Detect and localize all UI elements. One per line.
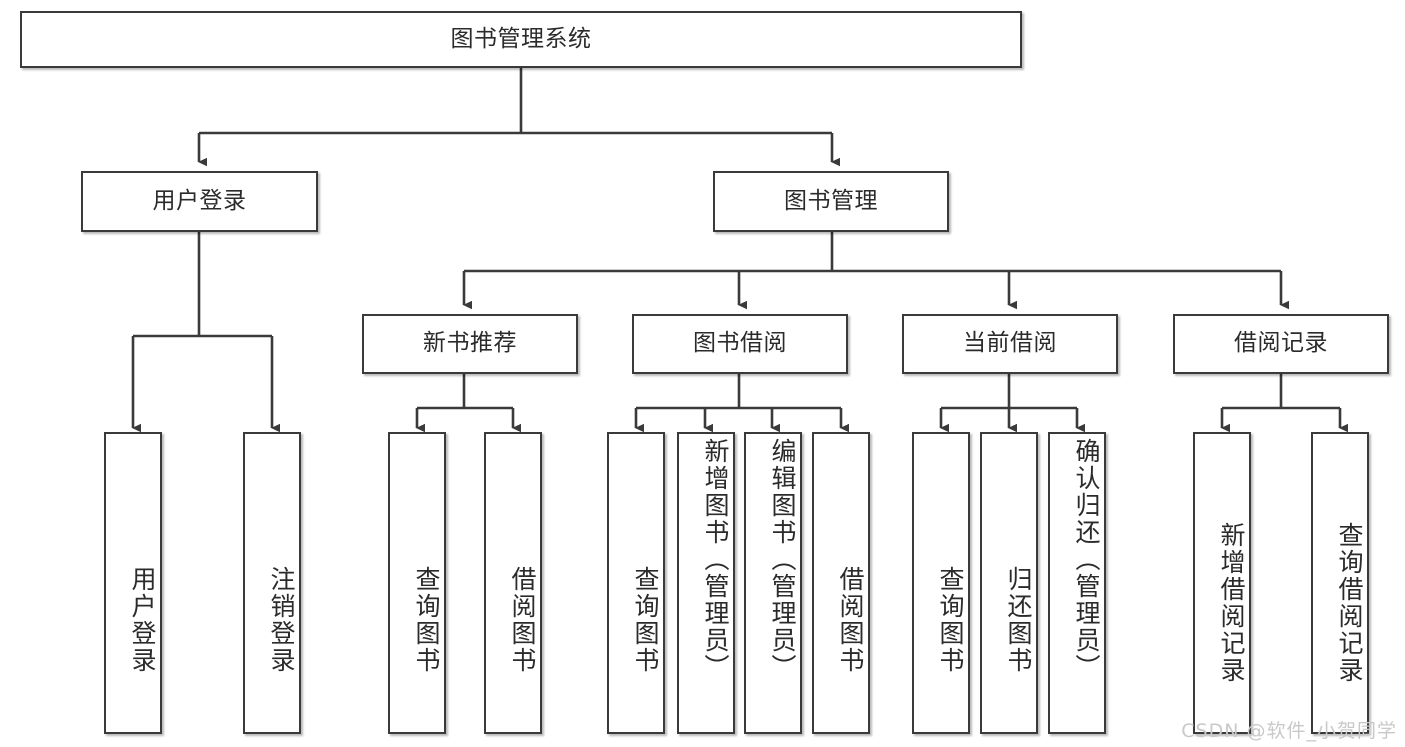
node-leaf-query-book-1-label: 查询图书 <box>412 566 441 674</box>
node-leaf-query-book-2-label: 查询图书 <box>631 566 660 674</box>
node-borrow-record[interactable]: 借阅记录 <box>1173 314 1389 374</box>
node-leaf-user-logout[interactable]: 注销登录 <box>243 432 301 734</box>
node-leaf-return-book[interactable]: 归还图书 <box>980 432 1038 734</box>
node-book-manage-label: 图书管理 <box>784 187 878 214</box>
node-leaf-user-login[interactable]: 用户登录 <box>104 432 162 734</box>
node-leaf-add-record-label: 新增借阅记录 <box>1217 522 1246 684</box>
node-leaf-borrow-book-1[interactable]: 借阅图书 <box>484 432 542 734</box>
node-leaf-user-logout-label: 注销登录 <box>267 566 296 674</box>
node-user-login-label: 用户登录 <box>152 187 247 214</box>
node-leaf-borrow-book-1-label: 借阅图书 <box>508 566 537 674</box>
node-leaf-add-book-admin[interactable]: 新增图书（管理员） <box>677 432 735 734</box>
node-book-borrow[interactable]: 图书借阅 <box>632 314 848 374</box>
node-leaf-query-record-label: 查询借阅记录 <box>1335 522 1364 684</box>
node-book-manage[interactable]: 图书管理 <box>713 171 949 232</box>
node-user-login[interactable]: 用户登录 <box>81 171 318 232</box>
node-new-book-rec[interactable]: 新书推荐 <box>362 314 578 374</box>
node-leaf-add-record[interactable]: 新增借阅记录 <box>1193 432 1251 734</box>
node-leaf-edit-book-admin-label: 编辑图书（管理员） <box>768 438 797 681</box>
node-new-book-rec-label: 新书推荐 <box>423 330 517 357</box>
node-leaf-query-record[interactable]: 查询借阅记录 <box>1311 432 1369 734</box>
node-root[interactable]: 图书管理系统 <box>20 11 1022 68</box>
node-book-borrow-label: 图书借阅 <box>693 330 787 357</box>
node-leaf-edit-book-admin[interactable]: 编辑图书（管理员） <box>744 432 802 734</box>
node-leaf-add-book-admin-label: 新增图书（管理员） <box>701 438 730 681</box>
node-leaf-borrow-book-2-label: 借阅图书 <box>836 566 865 674</box>
node-leaf-user-login-label: 用户登录 <box>128 566 157 674</box>
node-current-borrow-label: 当前借阅 <box>963 330 1057 357</box>
node-leaf-query-book-1[interactable]: 查询图书 <box>388 432 446 734</box>
node-leaf-query-book-3-label: 查询图书 <box>936 566 965 674</box>
node-borrow-record-label: 借阅记录 <box>1234 330 1328 357</box>
node-leaf-confirm-return-admin-label: 确认归还（管理员） <box>1072 438 1101 681</box>
node-leaf-borrow-book-2[interactable]: 借阅图书 <box>812 432 870 734</box>
node-root-label: 图书管理系统 <box>450 25 592 52</box>
node-leaf-query-book-2[interactable]: 查询图书 <box>607 432 665 734</box>
node-leaf-confirm-return-admin[interactable]: 确认归还（管理员） <box>1048 432 1106 734</box>
node-leaf-query-book-3[interactable]: 查询图书 <box>912 432 970 734</box>
node-current-borrow[interactable]: 当前借阅 <box>902 314 1118 374</box>
node-leaf-return-book-label: 归还图书 <box>1004 566 1033 674</box>
